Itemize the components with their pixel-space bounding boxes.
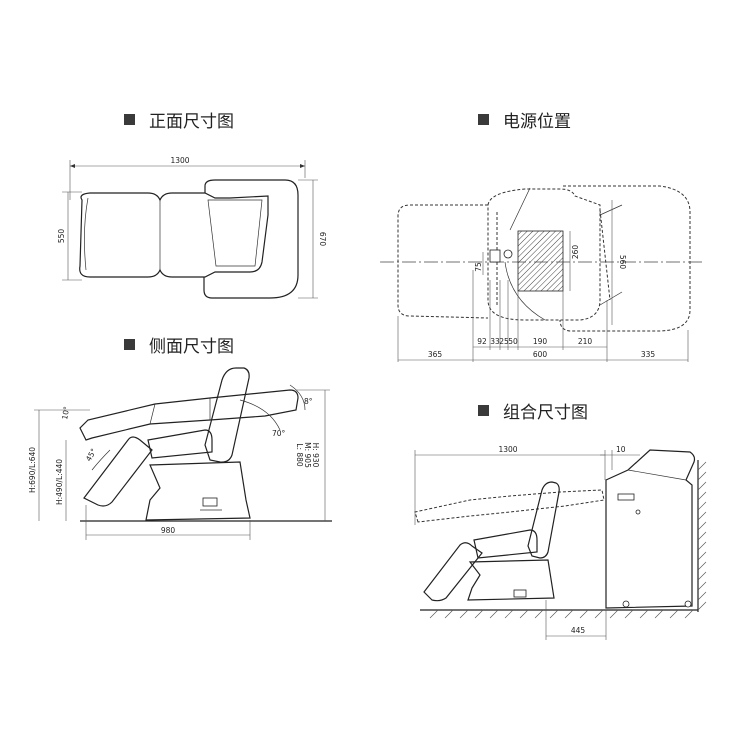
front-view-title: 正面尺寸图 (124, 107, 234, 132)
power-dim-335: 335 (641, 350, 656, 359)
front-view-title-text: 正面尺寸图 (149, 112, 234, 132)
front-left-height-label: 550 (57, 229, 66, 244)
side-heights-m: M: 905 (303, 442, 312, 468)
power-dim-92: 92 (477, 337, 487, 346)
power-box-height-label: 260 (571, 245, 580, 260)
power-dim-33: 33 (490, 337, 500, 346)
side-height-high-label: H:690/L:640 (28, 447, 37, 493)
combo-depth-label: 445 (571, 626, 586, 635)
side-angle-head: 8° (304, 397, 313, 406)
front-right-height-label: 670 (318, 232, 327, 247)
square-bullet-icon (124, 339, 135, 350)
side-heights-l: L: 880 (295, 443, 304, 467)
power-position-title: 电源位置 (478, 107, 571, 132)
combo-view-title: 组合尺寸图 (478, 398, 588, 423)
power-dim-210: 210 (578, 337, 593, 346)
front-view-drawing: 1300 550 670 (57, 156, 327, 299)
power-position-drawing: 260 560 75 92 33 25 50 190 210 365 600 3… (380, 185, 705, 362)
power-offset-label: 75 (474, 262, 483, 272)
power-dim-25: 25 (499, 337, 509, 346)
side-view-drawing: 70° 8° 45° 10° 980 H:690/L:640 H:490/L:4… (28, 367, 332, 540)
power-dim-190: 190 (533, 337, 548, 346)
side-length-label: 980 (161, 526, 176, 535)
power-position-title-text: 电源位置 (503, 112, 571, 132)
side-height-low-label: H:490/L:440 (55, 459, 64, 505)
power-overall-height-label: 560 (618, 255, 627, 270)
power-dim-600: 600 (533, 350, 548, 359)
power-dim-365: 365 (428, 350, 443, 359)
side-view-title-text: 侧面尺寸图 (149, 337, 234, 357)
combo-view-drawing: 1300 10 (414, 445, 707, 640)
combo-length-label: 1300 (498, 445, 517, 454)
side-heights-h: H: 930 (311, 443, 320, 468)
square-bullet-icon (478, 114, 489, 125)
square-bullet-icon (124, 114, 135, 125)
square-bullet-icon (478, 405, 489, 416)
combo-view-title-text: 组合尺寸图 (503, 403, 588, 423)
side-angle-seat: 10° (60, 405, 71, 420)
power-dim-50: 50 (508, 337, 518, 346)
front-width-label: 1300 (170, 156, 189, 165)
combo-gap-label: 10 (616, 445, 626, 454)
side-angle-leg: 45° (84, 447, 99, 463)
side-angle-back: 70° (272, 429, 286, 438)
side-view-title: 侧面尺寸图 (124, 332, 234, 357)
